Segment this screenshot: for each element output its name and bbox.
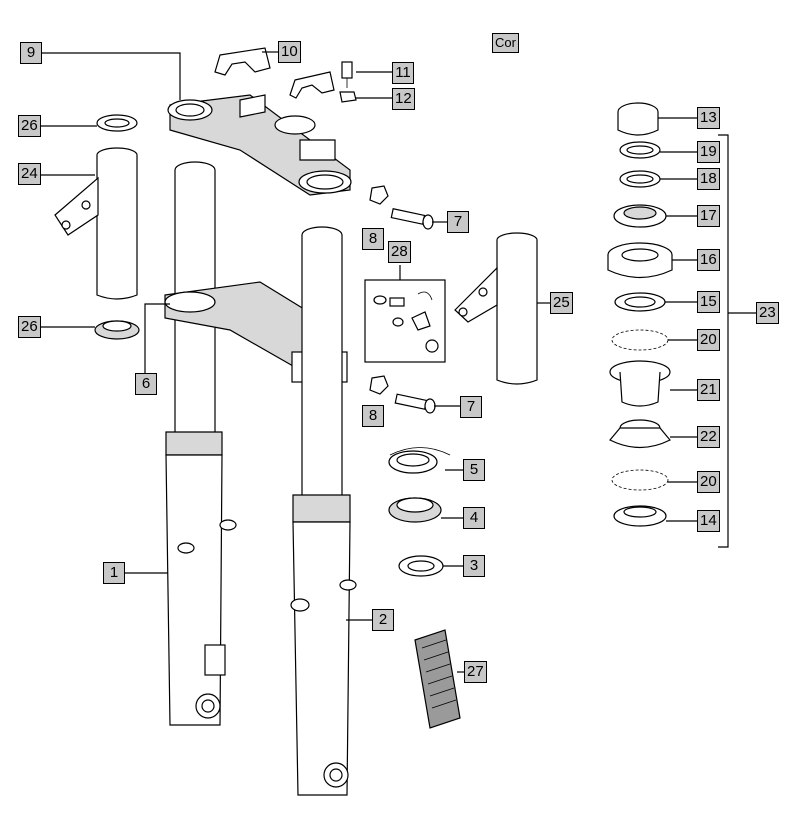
part-label-16: 16: [697, 249, 720, 271]
headlight-bracket-left: [54, 147, 138, 300]
part-label-11: 11: [392, 62, 414, 84]
right-fork-slider: [290, 494, 357, 796]
pinch-bolt-lower: [369, 375, 436, 414]
part-label-6: 6: [135, 373, 157, 395]
part-label-5: 5: [463, 459, 485, 481]
part-label-12: 12: [392, 88, 415, 110]
fork-seal-3: [398, 555, 444, 577]
dust-ring-upper: [96, 114, 138, 132]
part-label-20-upper: 20: [697, 329, 720, 351]
part-label-26-upper: 26: [18, 115, 41, 137]
right-fork-tube: [301, 226, 343, 500]
bearing-stack: [607, 102, 673, 527]
part-label-14: 14: [697, 510, 720, 532]
part-label-20-lower: 20: [697, 471, 720, 493]
part-label-24: 24: [18, 163, 41, 185]
part-label-8-lower: 8: [362, 405, 384, 427]
reflector-plate: [414, 629, 461, 729]
part-label-4: 4: [463, 507, 485, 529]
part-label-28: 28: [388, 241, 411, 263]
part-label-3: 3: [463, 555, 485, 577]
leader-lines: [38, 51, 756, 673]
upper-triple-clamp: [167, 94, 352, 196]
dust-ring-lower: [94, 320, 140, 340]
part-label-7-lower: 7: [460, 396, 482, 418]
pinch-bolt-upper: [369, 185, 434, 230]
part-label-27: 27: [464, 661, 487, 683]
part-label-17: 17: [697, 205, 720, 227]
handlebar-clamp-top: [214, 47, 335, 99]
part-label-13: 13: [697, 107, 720, 129]
part-label-8-upper: 8: [362, 228, 384, 250]
small-parts-kit: [364, 265, 446, 363]
part-label-10: 10: [278, 41, 301, 63]
part-label-2: 2: [372, 609, 394, 631]
part-label-9: 9: [20, 42, 42, 64]
headlight-bracket-right: [454, 232, 538, 385]
part-label-25: 25: [550, 292, 573, 314]
part-label-19: 19: [697, 141, 720, 163]
part-label-1: 1: [103, 562, 125, 584]
fork-seal-4: [388, 497, 442, 523]
clamp-bolt: [339, 61, 357, 103]
part-label-15: 15: [697, 291, 720, 313]
part-label-22: 22: [697, 426, 720, 448]
part-label-18: 18: [697, 168, 720, 190]
part-label-23: 23: [756, 302, 779, 324]
part-label-21: 21: [697, 379, 720, 401]
corner-tag: Cor: [492, 33, 519, 53]
part-label-26-lower: 26: [18, 316, 41, 338]
fork-seal-5: [388, 447, 451, 474]
part-label-7-upper: 7: [447, 211, 469, 233]
left-fork-slider: [165, 431, 237, 726]
